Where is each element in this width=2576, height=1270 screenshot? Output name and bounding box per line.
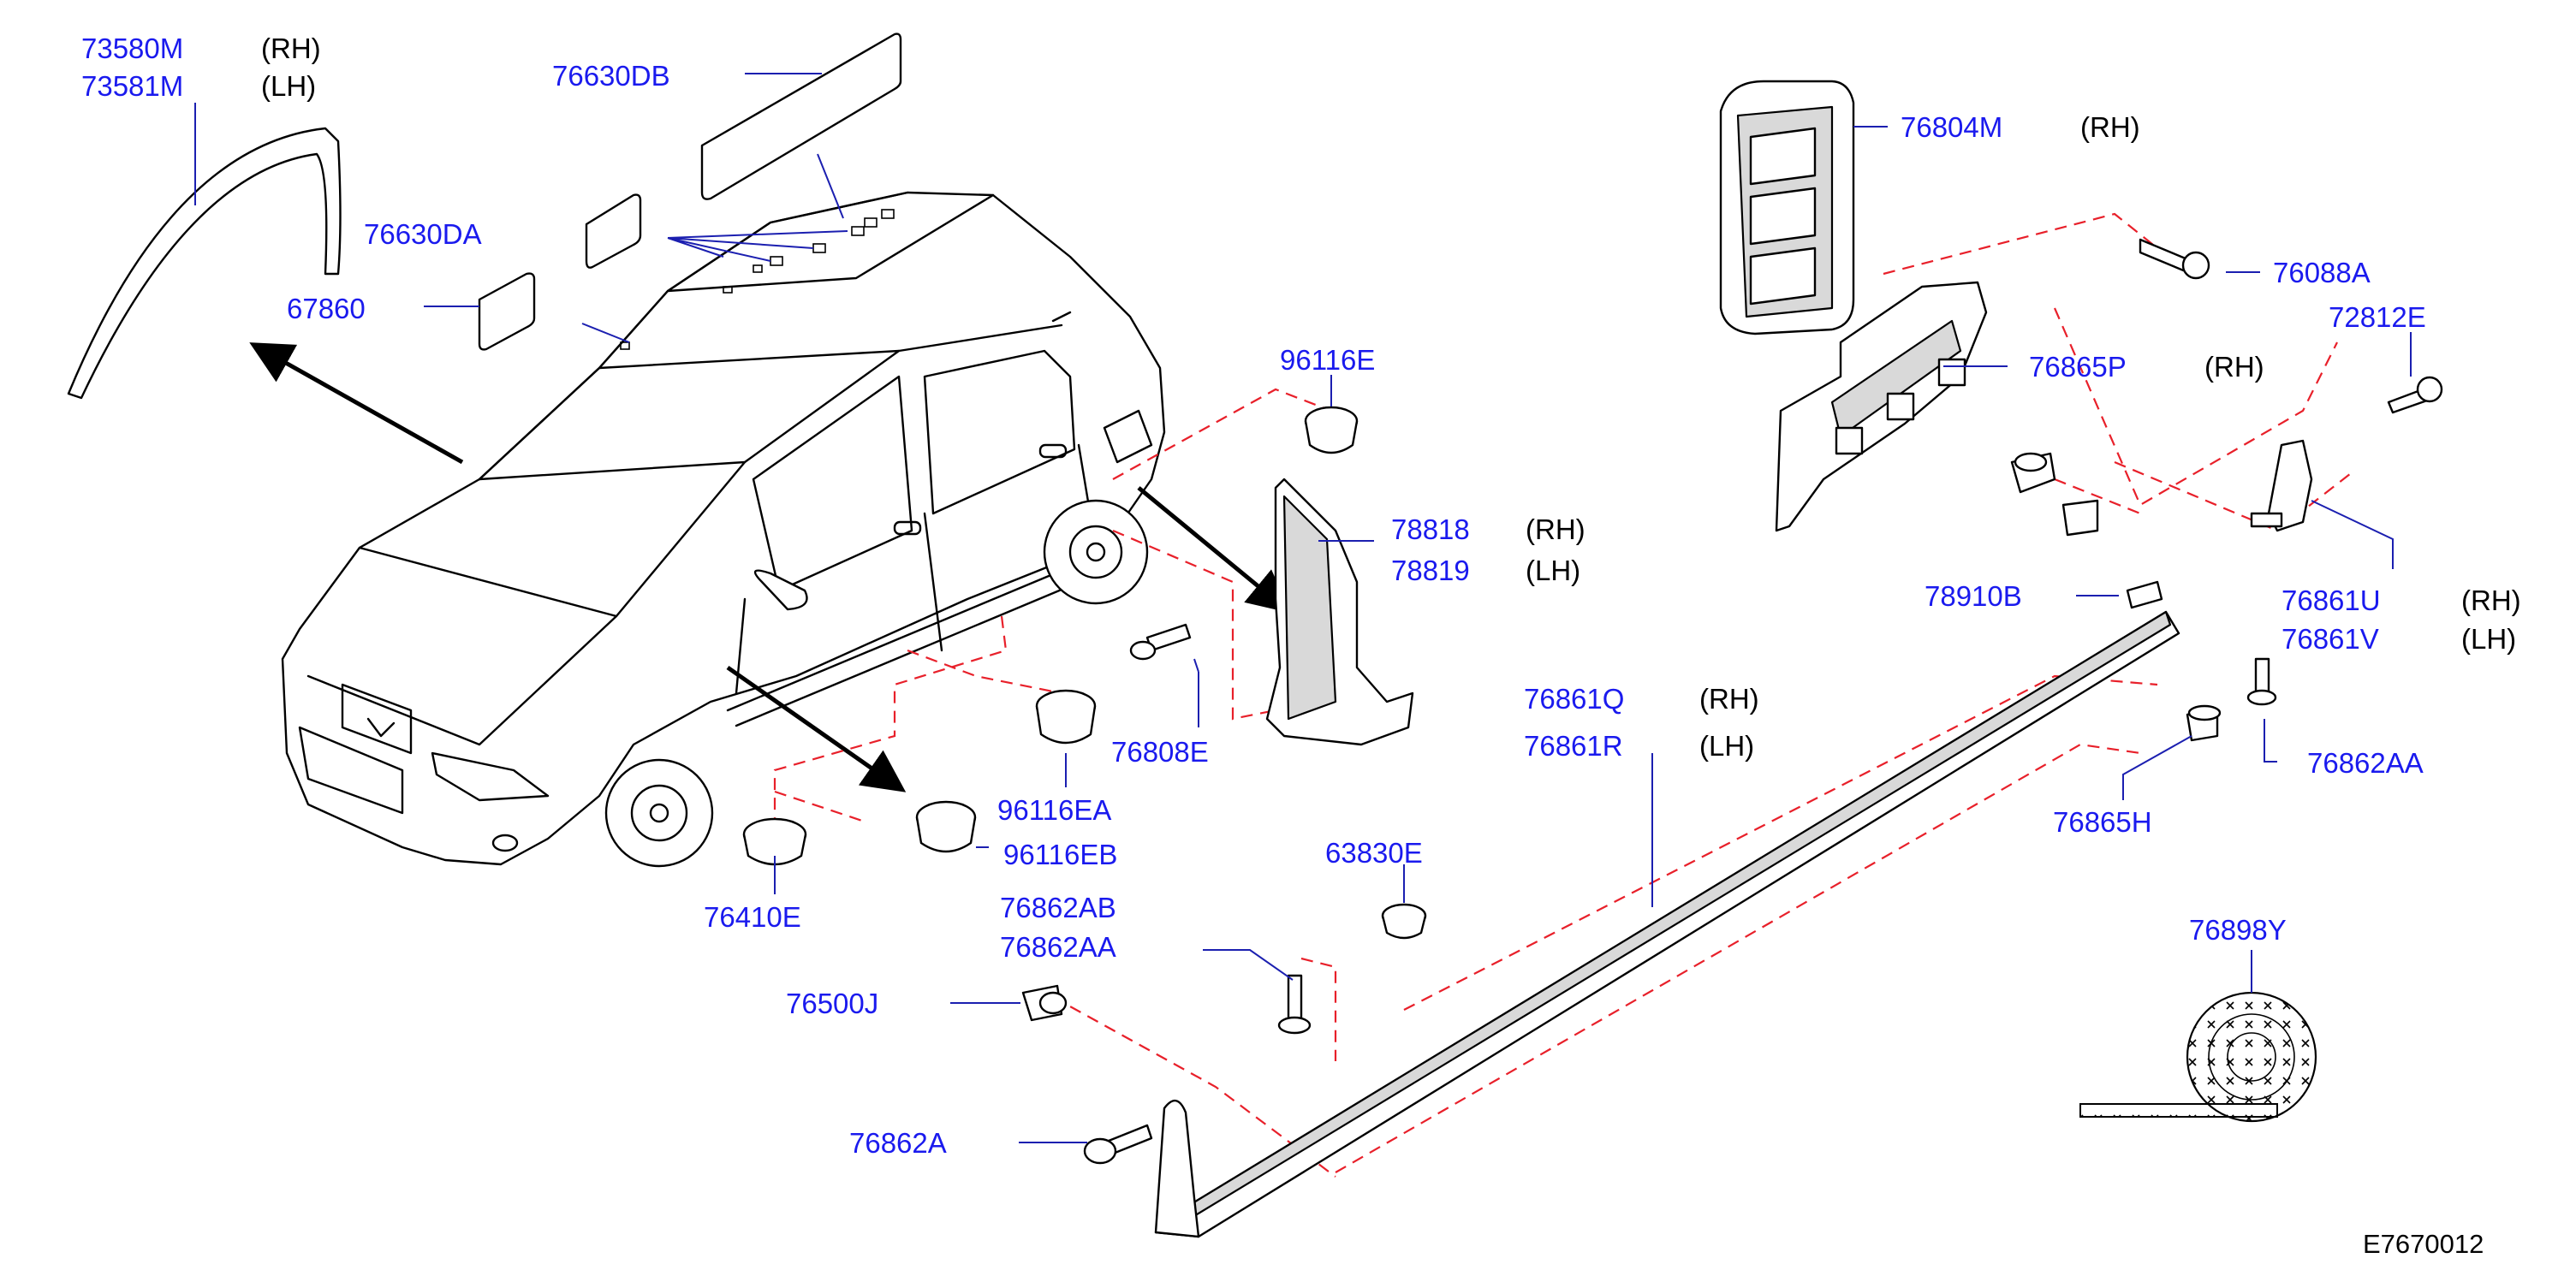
window-moulding-part xyxy=(67,127,342,400)
part-76862A xyxy=(1083,1124,1153,1165)
label-76898Y: 76898Y xyxy=(2189,914,2287,946)
decal-67860 xyxy=(478,272,536,351)
label-96116E: 96116E xyxy=(1280,344,1375,376)
assembly-dashed-lines xyxy=(773,212,2355,1178)
part-76861Q xyxy=(1154,610,2180,1238)
part-76865H xyxy=(2186,704,2222,742)
part-96116E xyxy=(1304,406,1359,454)
label-76862AB: 76862AB xyxy=(1000,892,1116,923)
part-76861U xyxy=(2250,439,2313,532)
part-76088A xyxy=(2139,238,2210,280)
label-76861R: 76861R xyxy=(1524,730,1623,762)
part-72812E xyxy=(2387,376,2443,414)
part-76808E xyxy=(1129,623,1192,661)
label-76861U: 76861U xyxy=(2282,585,2381,616)
part-96116EA xyxy=(1035,689,1097,745)
label-76861Q: 76861Q xyxy=(1524,683,1624,715)
part-78818 xyxy=(1265,478,1414,746)
leader-lines xyxy=(194,73,2412,1143)
label-73580M: 73580M xyxy=(81,33,183,64)
label-78819: 78819 xyxy=(1391,555,1470,586)
label-76861V-side: (LH) xyxy=(2461,623,2516,655)
label-76630DA: 76630DA xyxy=(364,218,482,250)
label-72812E: 72812E xyxy=(2329,301,2426,333)
part-76898Y xyxy=(2079,991,2317,1123)
label-76808E: 76808E xyxy=(1111,736,1209,768)
label-78818-side: (RH) xyxy=(1526,513,1585,545)
part-labels: 73580M (RH) 73581M (LH) 76630DB 76630DA … xyxy=(81,33,2521,1259)
label-73581M: 73581M xyxy=(81,70,183,102)
label-76630DB: 76630DB xyxy=(552,60,670,92)
part-76862AB xyxy=(1277,974,1312,1035)
label-78818: 78818 xyxy=(1391,513,1470,545)
label-67860: 67860 xyxy=(287,293,366,324)
decal-76630DA xyxy=(585,193,642,269)
label-78910B: 78910B xyxy=(1925,580,2022,612)
label-96116EB: 96116EB xyxy=(1003,839,1117,870)
part-76804M xyxy=(1719,80,1855,335)
part-96116EB xyxy=(915,800,977,853)
label-76862AA-right: 76862AA xyxy=(2307,747,2424,779)
label-76865P-side: (RH) xyxy=(2204,351,2264,383)
callout-arrows xyxy=(249,342,1291,792)
part-76865P xyxy=(1775,281,1988,532)
part-63830E xyxy=(1381,903,1427,940)
label-76861U-side: (RH) xyxy=(2461,585,2521,616)
part-76862AA-right xyxy=(2246,657,2277,706)
label-76862AA-left: 76862AA xyxy=(1000,931,1116,963)
label-76865P: 76865P xyxy=(2029,351,2127,383)
label-96116EA: 96116EA xyxy=(997,794,1111,826)
label-76861Q-side: (RH) xyxy=(1699,683,1759,715)
car-illustration xyxy=(281,191,1166,868)
label-76804M-side: (RH) xyxy=(2080,111,2140,143)
label-73580M-side: (RH) xyxy=(261,33,321,64)
label-63830E: 63830E xyxy=(1325,837,1423,869)
label-76862A: 76862A xyxy=(849,1127,947,1159)
label-76500J: 76500J xyxy=(786,988,878,1019)
reference-code: E7670012 xyxy=(2363,1229,2484,1259)
part-76500J xyxy=(1021,984,1068,1022)
label-76865H: 76865H xyxy=(2053,806,2152,838)
label-76410E: 76410E xyxy=(704,901,801,933)
label-76861V: 76861V xyxy=(2282,623,2379,655)
label-76088A: 76088A xyxy=(2273,257,2371,288)
label-73581M-side: (LH) xyxy=(261,70,316,102)
label-76861R-side: (LH) xyxy=(1699,730,1754,762)
decal-76630DB xyxy=(700,33,902,200)
label-76804M: 76804M xyxy=(1901,111,2002,143)
clip-parts xyxy=(2010,452,2163,609)
part-76410E xyxy=(742,817,807,866)
label-78819-side: (LH) xyxy=(1526,555,1580,586)
